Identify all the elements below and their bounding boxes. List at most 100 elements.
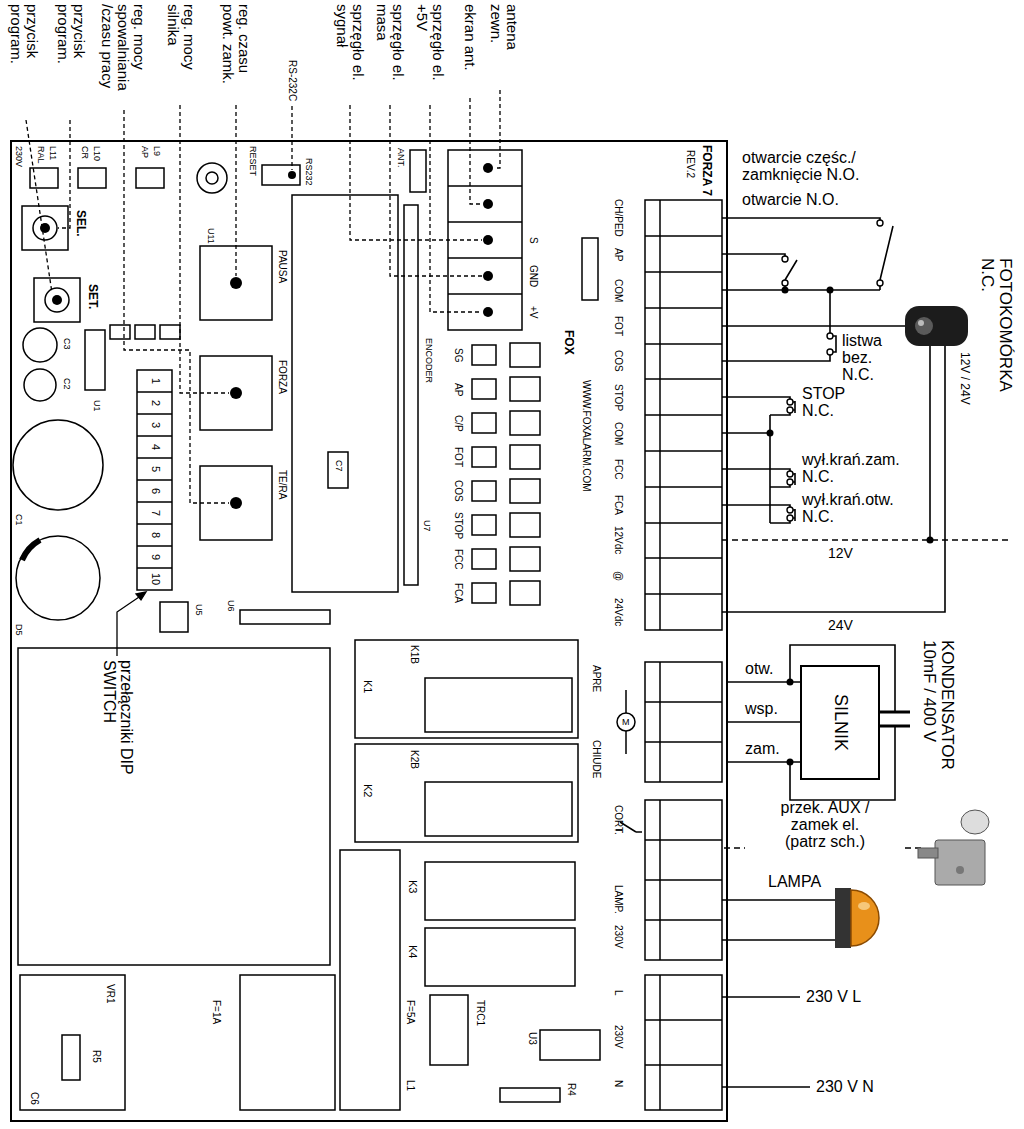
callout-label: przycisk program. xyxy=(56,4,88,114)
board-part xyxy=(22,206,68,250)
wiring-label: otwarcie częśc./ zamknięcie N.O. xyxy=(742,150,917,184)
dip-switch-number: 8 xyxy=(149,532,161,538)
electric-lock-icon xyxy=(918,810,989,885)
board-part xyxy=(430,995,468,1065)
leader-line xyxy=(26,120,52,293)
board-part xyxy=(137,370,172,590)
board-part xyxy=(160,602,188,632)
terminal-screw xyxy=(483,307,493,317)
silkscreen-label: L10 xyxy=(92,146,101,161)
silkscreen-label: M xyxy=(622,718,630,727)
junction-dot xyxy=(782,287,789,294)
callout-label: ekran ant. xyxy=(462,4,478,94)
board-part xyxy=(20,975,125,1110)
callout-label: reg. mocy silnika xyxy=(166,4,198,99)
switch-contact xyxy=(787,407,793,413)
board-part xyxy=(645,662,722,782)
wiring-label: 230 V N xyxy=(816,1079,874,1096)
leader-line xyxy=(26,90,500,503)
dip-switch-number: 2 xyxy=(149,400,161,406)
board-part xyxy=(62,1035,80,1080)
silkscreen-label: TE/RA xyxy=(277,470,288,499)
switch-contact xyxy=(787,399,793,405)
silkscreen-label: AP xyxy=(453,383,464,396)
callout-label: reg. mocy spowalniania /czasu pracy xyxy=(100,4,147,104)
wiring-label: 230 V L xyxy=(806,989,861,1006)
board-part xyxy=(425,782,572,836)
terminal-screw xyxy=(483,235,493,245)
photocell-icon xyxy=(915,317,933,335)
motor-box: SILNIK xyxy=(800,665,880,780)
silkscreen-label: 24Vdc xyxy=(613,598,624,626)
switch-contact xyxy=(827,333,833,339)
external-wire xyxy=(722,397,795,415)
silkscreen-label: ENCODER xyxy=(424,338,433,383)
board-part xyxy=(262,165,300,185)
photocell-icon xyxy=(918,320,924,326)
board-part xyxy=(340,850,400,1110)
board-part xyxy=(617,713,635,731)
switch-contact xyxy=(787,471,793,477)
board-part xyxy=(160,325,180,339)
silkscreen-label: FOT xyxy=(453,447,464,467)
silkscreen-label: GND xyxy=(528,265,539,287)
terminal-screw xyxy=(230,277,242,289)
dip-switch-number: 3 xyxy=(149,422,161,428)
board-part xyxy=(200,246,272,320)
photocell-icon xyxy=(905,306,968,346)
electric-lock-icon xyxy=(918,848,938,858)
board-part xyxy=(355,744,578,842)
silkscreen-label: L11 xyxy=(48,146,57,160)
electric-lock-icon xyxy=(961,810,989,834)
leader-line xyxy=(470,98,482,204)
silkscreen-label: TRC1 xyxy=(475,1000,486,1026)
silkscreen-label: U6 xyxy=(226,600,235,612)
leader-line xyxy=(235,105,236,276)
silkscreen-label: K3 xyxy=(406,880,418,893)
board-part xyxy=(18,648,330,965)
lamp-icon xyxy=(851,890,879,946)
terminal-screw xyxy=(230,387,242,399)
callout-label: RS-232C xyxy=(287,60,298,101)
silkscreen-label: SG xyxy=(453,348,464,362)
lamp-icon xyxy=(835,888,851,948)
wiring-label: STOP N.C. xyxy=(802,386,857,420)
leader-line xyxy=(430,105,482,312)
switch-contact xyxy=(877,280,883,286)
dip-switch-number: 10 xyxy=(149,573,161,585)
silkscreen-label: U5 xyxy=(194,604,203,616)
junction-dot xyxy=(927,537,934,544)
external-wire xyxy=(880,712,910,726)
wire-label: wsp. xyxy=(745,701,778,718)
board-part xyxy=(645,975,722,1110)
switch-contact xyxy=(787,479,793,485)
board-part xyxy=(645,800,722,960)
board-part xyxy=(500,1088,560,1102)
wiring-label: wył.krań.zam. N.C. xyxy=(802,452,917,486)
external-wire xyxy=(722,415,770,523)
silkscreen-label: K2 xyxy=(361,784,373,797)
silkscreen-label: STOP xyxy=(613,384,624,411)
silkscreen-label: FCC xyxy=(613,459,624,480)
silkscreen-label: C7 xyxy=(334,460,343,472)
photocell-icon xyxy=(905,306,968,346)
wiring-label: KONDENSATOR 10mF / 400 V xyxy=(920,640,956,775)
switch-contact xyxy=(782,280,788,286)
switch-contact xyxy=(827,349,833,355)
board-part xyxy=(34,278,80,322)
callout-label: przycisk program. xyxy=(9,4,41,114)
terminal-screw xyxy=(230,497,242,509)
electric-lock-icon xyxy=(935,840,985,885)
external-wire xyxy=(790,645,895,800)
silkscreen-label: U3 xyxy=(527,1032,538,1045)
silkscreen-label: VR1 xyxy=(105,984,116,1003)
dip-leader xyxy=(117,595,142,656)
terminal-screw xyxy=(483,199,493,209)
silkscreen-label: D5 xyxy=(14,624,23,636)
silkscreen-label: @ xyxy=(613,571,624,581)
external-wire xyxy=(722,218,945,1087)
board-part xyxy=(13,420,103,510)
external-wire xyxy=(722,469,795,487)
silkscreen-label: 230V xyxy=(613,1025,624,1048)
